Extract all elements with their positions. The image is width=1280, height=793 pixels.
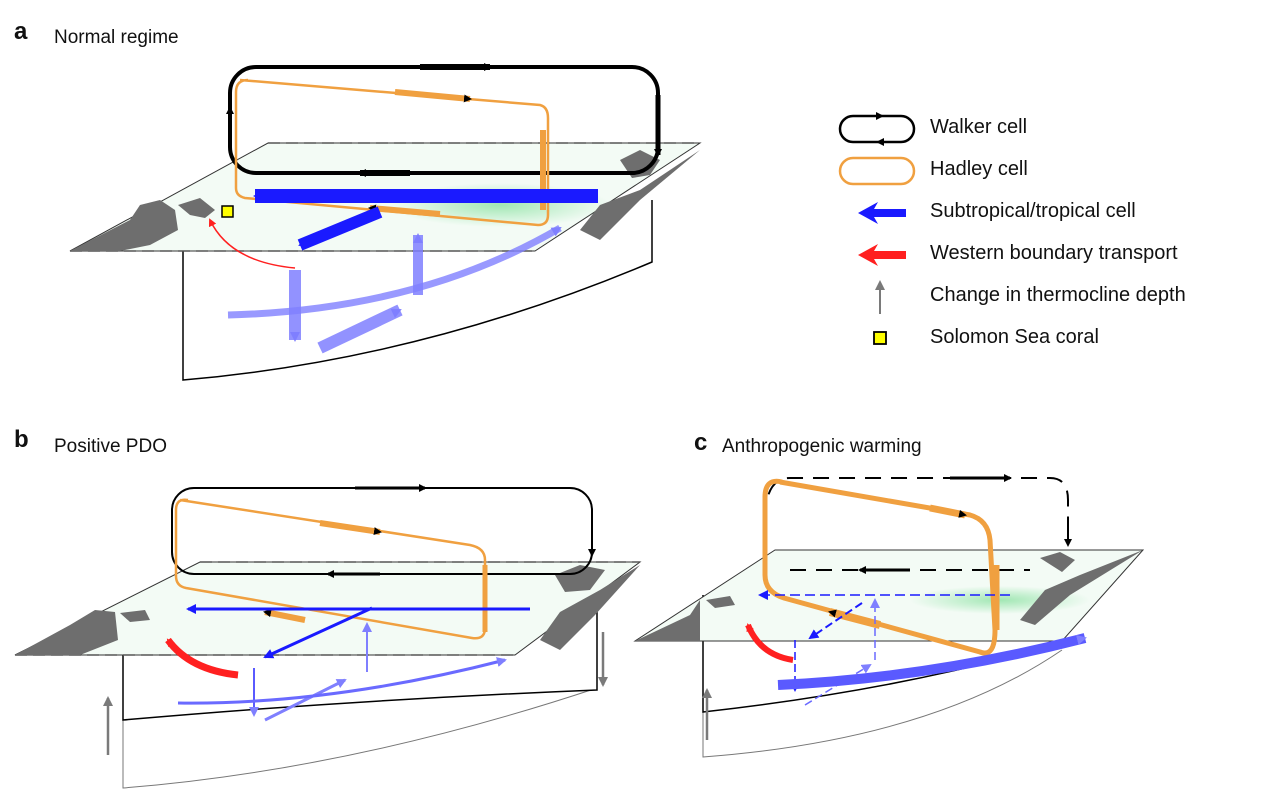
gray-up-arrow-icon	[875, 280, 885, 314]
legend-item-hadley: Hadley cell	[838, 154, 1268, 196]
stc-equatorward-arrow-b	[263, 606, 373, 659]
legend-item-western-boundary: Western boundary transport	[838, 238, 1268, 280]
panel-b-title: Positive PDO	[54, 436, 167, 457]
stc-return-b	[264, 678, 347, 722]
euc-arrow-c	[777, 633, 1087, 690]
panel-b-diagram	[14, 484, 642, 789]
legend-item-thermocline: Change in thermocline depth	[838, 280, 1268, 322]
panel-c-letter: c	[694, 429, 708, 456]
legend-label: Walker cell	[930, 116, 1028, 138]
euc-arrow-b	[177, 657, 507, 705]
land-west-b	[15, 610, 118, 655]
solomon-sea-coral-a	[221, 205, 234, 218]
land-asia-a	[178, 198, 215, 218]
euc-arrow-a	[227, 224, 562, 319]
panel-c-diagram	[633, 474, 1145, 758]
land-east-c	[1020, 550, 1143, 625]
legend-item-stc: Subtropical/tropical cell	[838, 196, 1268, 238]
hadley-cell-c	[762, 478, 998, 656]
yellow-square-icon	[873, 331, 887, 345]
panel-a-letter: a	[14, 18, 28, 45]
land-east-a	[580, 150, 700, 240]
hadley-cell-loop-icon	[838, 156, 916, 186]
legend-label: Western boundary transport	[930, 242, 1178, 264]
legend: Walker cell Hadley cell Subtropical/trop…	[838, 112, 1268, 364]
stc-equatorward-arrow-c	[808, 602, 863, 640]
land-east-b	[540, 565, 640, 650]
western-boundary-arrow-b	[165, 637, 239, 679]
legend-label: Change in thermocline depth	[930, 284, 1186, 306]
stc-equatorward-arrow-a	[297, 206, 383, 251]
blue-arrow-icon	[858, 202, 906, 224]
legend-label: Solomon Sea coral	[930, 326, 1099, 348]
hadley-cell-b	[174, 498, 487, 640]
land-west-c	[635, 600, 700, 641]
land-west-a	[70, 200, 178, 251]
legend-item-coral: Solomon Sea coral	[838, 322, 1268, 364]
western-boundary-arrow-a	[208, 218, 296, 269]
hadley-cell-a	[234, 78, 550, 227]
western-boundary-arrow-c	[745, 623, 794, 663]
panel-a-title: Normal regime	[54, 27, 179, 48]
panel-c-title: Anthropogenic warming	[722, 436, 922, 457]
stc-return-a	[317, 304, 403, 354]
panel-b-letter: b	[14, 426, 29, 453]
panel-a-diagram	[69, 63, 702, 381]
legend-label: Hadley cell	[930, 158, 1028, 180]
legend-item-walker: Walker cell	[838, 112, 1268, 154]
walker-cell-loop-icon	[838, 112, 916, 146]
legend-label: Subtropical/tropical cell	[930, 200, 1136, 222]
red-arrow-icon	[858, 244, 906, 266]
walker-cell-c	[764, 477, 1069, 545]
